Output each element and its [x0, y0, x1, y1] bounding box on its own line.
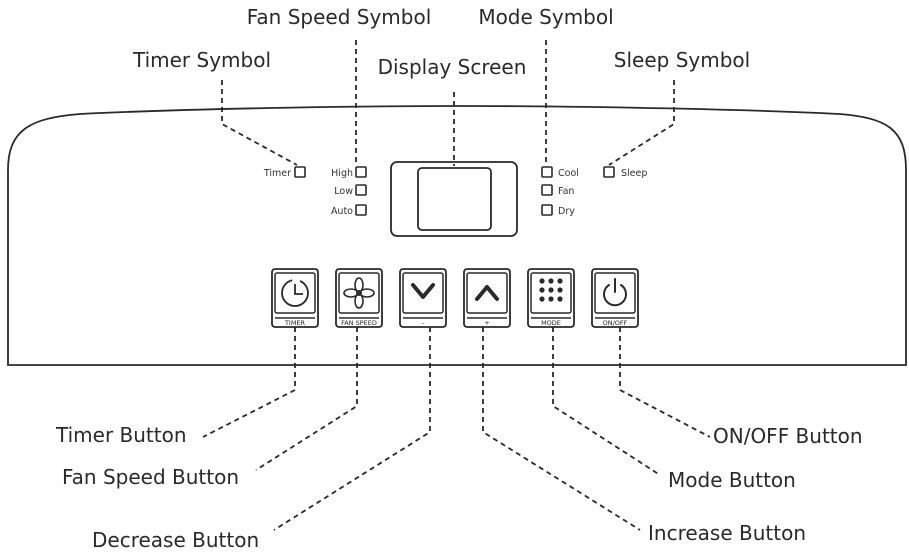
mode-cool-label: Cool: [558, 168, 579, 179]
fan-auto-label: Auto: [331, 206, 353, 217]
leader-lines: [202, 40, 711, 531]
onoff-button-callout: ON/OFF Button: [713, 424, 863, 448]
power-icon: [603, 278, 627, 307]
dot-grid-icon: [539, 278, 563, 302]
increase-button-label: +: [484, 319, 489, 327]
timer-symbol-callout: Timer Symbol: [132, 48, 271, 72]
timer-button-callout: Timer Button: [55, 423, 187, 447]
fan-auto-led: [355, 204, 367, 216]
display-screen: [417, 167, 492, 231]
fan-speed-button-callout: Fan Speed Button: [62, 465, 239, 489]
mode-dry-label: Dry: [558, 206, 575, 217]
onoff-button[interactable]: ON/OFF: [591, 268, 639, 328]
fan-high-led: [355, 166, 367, 178]
mode-fan-label: Fan: [558, 186, 574, 197]
increase-button-leader: [482, 327, 641, 531]
sleep-indicator-led: [603, 166, 615, 178]
timer-indicator-label: Timer: [263, 168, 291, 179]
chevron-up-icon: [475, 285, 499, 301]
timer-button-label: TIMER: [284, 319, 306, 327]
sleep-symbol-callout: Sleep Symbol: [614, 48, 750, 72]
fan-high-label: High: [331, 168, 353, 179]
timer-button-leader: [202, 327, 296, 438]
timer-indicator-led: [294, 166, 306, 178]
fan-low-led: [355, 184, 367, 196]
fan-icon: [343, 277, 375, 309]
timer-button[interactable]: TIMER: [271, 268, 319, 328]
increase-button[interactable]: +: [463, 268, 511, 328]
fan-speed-button[interactable]: FAN SPEED: [335, 268, 383, 328]
mode-button-label: MODE: [541, 319, 561, 327]
chevron-down-icon: [411, 283, 435, 299]
fan-low-label: Low: [334, 186, 353, 197]
mode-fan-led: [541, 184, 553, 196]
increase-button-callout: Increase Button: [648, 521, 806, 545]
onoff-button-leader: [619, 327, 711, 438]
mode-button[interactable]: MODE: [527, 268, 575, 328]
decrease-button-callout: Decrease Button: [92, 528, 259, 552]
fan-speed-button-label: FAN SPEED: [341, 319, 377, 327]
onoff-button-label: ON/OFF: [603, 319, 628, 327]
decrease-button[interactable]: –: [399, 268, 447, 328]
decrease-button-leader: [273, 327, 431, 531]
mode-dry-led: [541, 204, 553, 216]
decrease-button-label: –: [421, 319, 424, 327]
timer-symbol-leader: [221, 80, 298, 166]
sleep-indicator-label: Sleep: [621, 168, 647, 179]
clock-icon: [281, 279, 309, 307]
mode-symbol-callout: Mode Symbol: [478, 5, 613, 29]
mode-button-callout: Mode Button: [668, 468, 796, 492]
mode-cool-led: [541, 166, 553, 178]
fan-speed-symbol-callout: Fan Speed Symbol: [247, 5, 432, 29]
display-screen-callout: Display Screen: [378, 55, 527, 79]
mode-button-leader: [552, 327, 661, 476]
